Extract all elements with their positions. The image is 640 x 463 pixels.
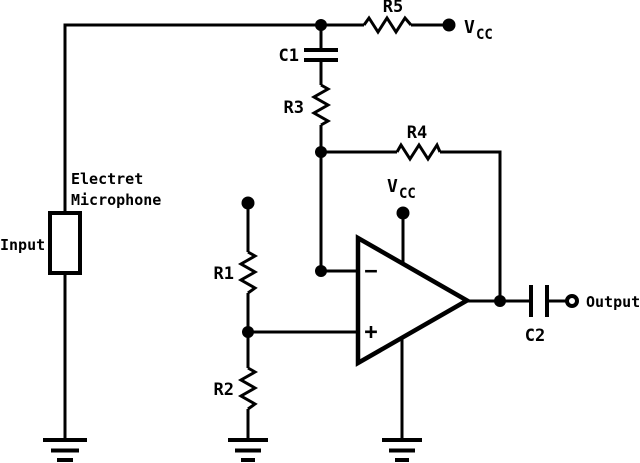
output-terminal (565, 294, 579, 308)
junction-dot-rail-c1 (315, 19, 327, 31)
microphone-symbol (48, 211, 82, 275)
r1-top-terminal (241, 196, 255, 210)
wire-r4-to-output-node (440, 150, 502, 301)
label-c2: C2 (525, 326, 545, 346)
wire-top-rail (63, 23, 364, 213)
junctions (241, 18, 506, 338)
wires (63, 23, 567, 440)
opamp-triangle (355, 234, 472, 367)
opamp: − + (355, 234, 472, 367)
resistor-r2-symbol (237, 366, 259, 411)
label-r3: R3 (284, 98, 304, 118)
capacitor-c2-symbol (529, 285, 549, 317)
label-vcc-top-sub: CC (476, 27, 493, 43)
label-microphone: Microphone (71, 191, 161, 209)
label-vcc-top: V (464, 17, 475, 38)
label-input: Input (0, 236, 45, 254)
label-output: Output (586, 293, 640, 311)
label-r5: R5 (383, 0, 403, 17)
ground-symbol-r2 (228, 438, 268, 462)
resistor-r3-symbol (310, 83, 332, 127)
label-r4: R4 (407, 123, 427, 143)
junction-dot-r3-r4 (315, 146, 327, 158)
ground-symbol-opamp (382, 438, 422, 462)
opamp-inverting-input-label: − (364, 259, 377, 284)
junction-dot-inverting-input (315, 265, 327, 277)
resistor-r1-symbol (237, 250, 259, 295)
label-electret: Electret (71, 170, 143, 188)
capacitor-c1-symbol (304, 48, 338, 62)
label-vcc-opamp: V (387, 176, 398, 197)
label-vcc-opamp-sub: CC (399, 186, 416, 202)
vcc-terminal-opamp (396, 206, 410, 220)
junction-dot-divider (242, 326, 254, 338)
resistors (237, 15, 442, 411)
vcc-terminal-top (442, 18, 456, 32)
resistor-r4-symbol (395, 141, 442, 162)
opamp-noninverting-input-label: + (364, 320, 377, 345)
labels: R5 V CC C1 R3 R4 V CC R1 R2 Electret Mic… (0, 0, 640, 400)
label-r2: R2 (214, 380, 234, 400)
label-c1: C1 (279, 46, 299, 66)
ground-symbol-mic (43, 438, 87, 462)
resistor-r5-symbol (362, 15, 413, 35)
wire-r3-to-inverting-input (319, 125, 358, 273)
junction-dot-output (494, 295, 506, 307)
label-r1: R1 (214, 264, 234, 284)
capacitors (304, 48, 549, 317)
